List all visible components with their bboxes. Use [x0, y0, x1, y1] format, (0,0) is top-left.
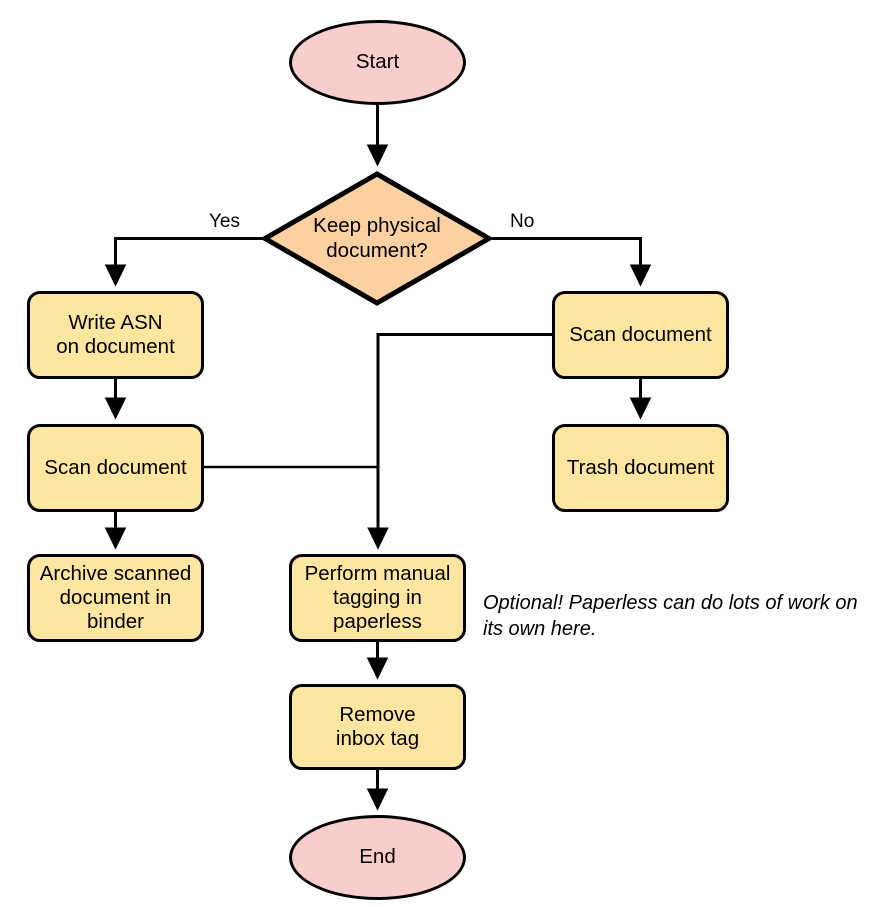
node-keep-physical-document-label: Keep physical document?: [313, 214, 441, 262]
node-scan-document-left-label: Scan document: [44, 455, 187, 479]
node-end[interactable]: End: [289, 815, 466, 900]
edge-scan-right-to-manual-tagging: [367, 333, 552, 550]
node-archive-scanned-document-in-binder-label: Archive scanned document in binder: [39, 561, 192, 634]
node-start-label: Start: [355, 50, 400, 74]
optional-note: Optional! Paperless can do lots of work …: [483, 592, 858, 641]
node-perform-manual-tagging-in-paperless[interactable]: Perform manual tagging in paperless: [289, 554, 466, 642]
node-remove-inbox-tag[interactable]: Remove inbox tag: [289, 684, 466, 770]
edge-label-no: No: [508, 211, 537, 233]
node-perform-manual-tagging-in-paperless-label: Perform manual tagging in paperless: [304, 561, 451, 634]
node-end-label: End: [359, 845, 396, 869]
node-remove-inbox-tag-label: Remove inbox tag: [335, 702, 420, 750]
edge-decision-to-scan-right: [492, 237, 652, 287]
node-scan-document-right[interactable]: Scan document: [552, 291, 729, 379]
node-start[interactable]: Start: [289, 20, 466, 105]
node-trash-document[interactable]: Trash document: [552, 424, 729, 512]
edge-label-yes: Yes: [207, 211, 242, 233]
node-write-asn-on-document[interactable]: Write ASN on document: [27, 291, 204, 379]
node-scan-document-left[interactable]: Scan document: [27, 424, 204, 512]
node-archive-scanned-document-in-binder[interactable]: Archive scanned document in binder: [27, 554, 204, 642]
node-trash-document-label: Trash document: [566, 455, 715, 479]
edge-decision-to-write-asn: [104, 237, 262, 287]
node-write-asn-on-document-label: Write ASN on document: [56, 310, 175, 358]
diamond-shape: [262, 171, 492, 306]
node-scan-document-right-label: Scan document: [569, 322, 712, 346]
node-keep-physical-document[interactable]: Keep physical document?: [262, 171, 492, 306]
